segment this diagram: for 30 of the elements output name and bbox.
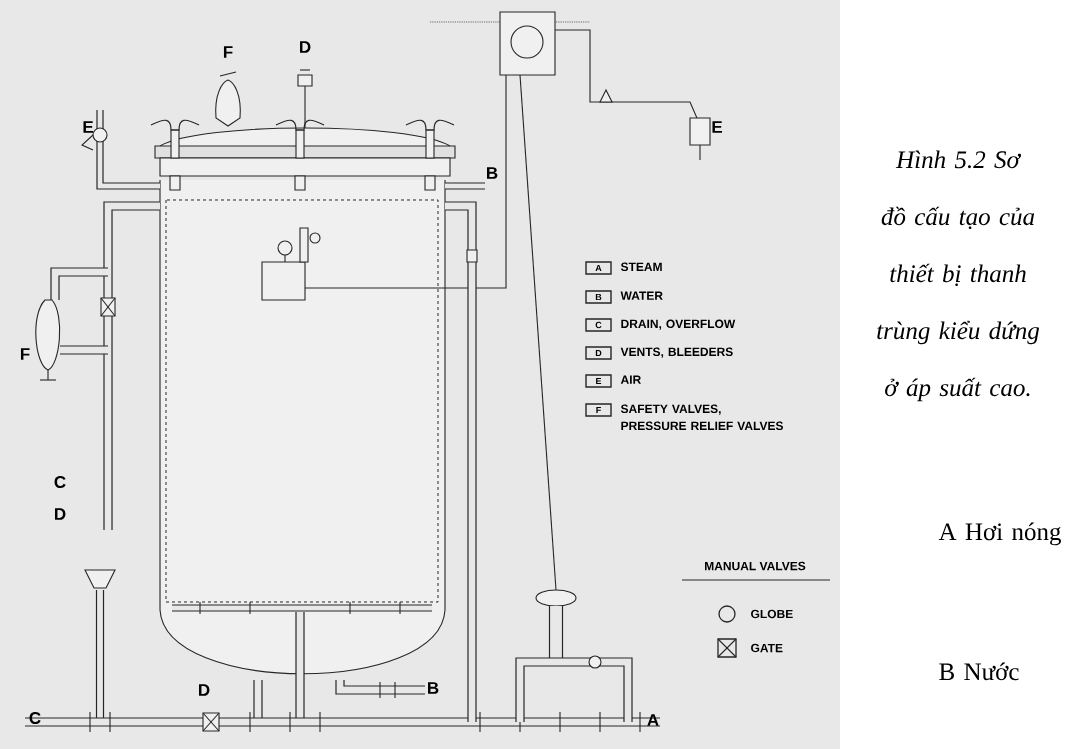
legend-heading: MANUAL VALVES — [681, 561, 831, 581]
pipe-label: C — [54, 476, 66, 488]
legend-text: STEAM — [620, 262, 662, 272]
legend-text: AIR — [620, 375, 641, 384]
legend-key: C — [585, 318, 612, 332]
note-text: A Hơi nóng — [938, 522, 1061, 546]
note-text: B Nước — [939, 662, 1019, 681]
pipe-label: B — [487, 167, 498, 179]
pipe-label: E — [712, 121, 722, 133]
pipe-label: A — [647, 714, 659, 726]
legend-key: F — [585, 403, 612, 417]
legend-text: GATE — [751, 643, 783, 653]
legend-text: WATER — [620, 291, 663, 300]
pipe-label: C — [29, 711, 41, 724]
legend-key: A — [585, 261, 612, 275]
pipe-label: F — [20, 348, 30, 360]
legend-key: D — [585, 346, 612, 360]
pipe-label: D — [55, 508, 66, 520]
legend-text: VENTS, BLEEDERS — [620, 347, 733, 358]
legend-text: DRAIN, OVERFLOW — [621, 319, 736, 330]
legend-text: GLOBE — [751, 609, 793, 619]
figure-caption: Hình 5.2 Sơ đồ cấu tạo của thiết bị thanh trùng kiểu dứng ở áp suất cao. — [877, 150, 1040, 402]
pipe-label: E — [83, 121, 93, 133]
pipe-label: F — [223, 46, 233, 58]
pipe-label: D — [300, 41, 311, 53]
legend-key: B — [585, 290, 612, 304]
pipe-label: D — [199, 684, 210, 696]
pipe-label: B — [428, 682, 439, 694]
legend-key: E — [585, 374, 612, 388]
legend-text: SAFETY VALVES, PRESSURE RELIEF VALVES — [620, 404, 783, 431]
